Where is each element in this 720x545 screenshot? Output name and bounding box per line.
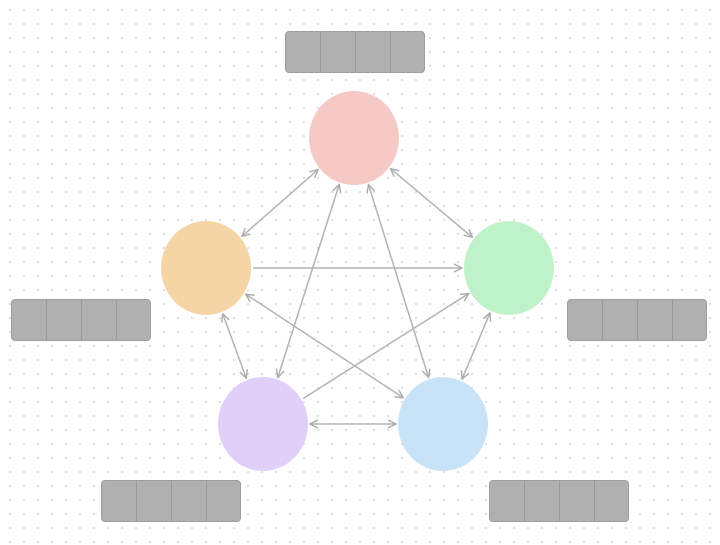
edge-top-to-bottom-left xyxy=(278,185,339,378)
label-placeholder-right xyxy=(567,299,707,341)
label-placeholder-left xyxy=(11,299,151,341)
label-placeholder-top xyxy=(285,31,425,73)
edge-bottom-left-to-right xyxy=(302,294,469,400)
node-top[interactable] xyxy=(309,91,399,185)
label-placeholder-bottom-right xyxy=(489,480,629,522)
placeholder-segment xyxy=(12,300,47,340)
node-bottom-left[interactable] xyxy=(218,377,308,471)
placeholder-segment xyxy=(356,32,391,72)
nodes-layer xyxy=(161,91,554,471)
placeholder-segment xyxy=(286,32,321,72)
placeholder-segment xyxy=(137,481,172,521)
edge-top-to-right xyxy=(391,169,473,238)
placeholder-segment xyxy=(207,481,240,521)
edge-right-to-bottom-right xyxy=(462,313,490,379)
edge-left-to-bottom-left xyxy=(223,314,247,378)
placeholder-segment xyxy=(82,300,117,340)
placeholder-segment xyxy=(391,32,424,72)
placeholder-segment xyxy=(47,300,82,340)
label-placeholder-bottom-left xyxy=(101,480,241,522)
placeholder-segment xyxy=(568,300,603,340)
node-right[interactable] xyxy=(464,221,554,315)
placeholder-segment xyxy=(560,481,595,521)
placeholder-segment xyxy=(595,481,628,521)
placeholder-segment xyxy=(102,481,137,521)
placeholder-segment xyxy=(321,32,356,72)
placeholder-segment xyxy=(603,300,638,340)
edge-top-to-left xyxy=(242,170,318,237)
placeholder-segment xyxy=(117,300,150,340)
node-left[interactable] xyxy=(161,221,251,315)
placeholder-segment xyxy=(638,300,673,340)
node-bottom-right[interactable] xyxy=(398,377,488,471)
edge-top-to-bottom-right xyxy=(369,185,429,378)
edge-left-to-bottom-right xyxy=(246,294,404,398)
edges-layer xyxy=(223,169,490,424)
placeholder-segment xyxy=(673,300,706,340)
placeholder-segment xyxy=(525,481,560,521)
placeholder-segment xyxy=(490,481,525,521)
placeholder-segment xyxy=(172,481,207,521)
